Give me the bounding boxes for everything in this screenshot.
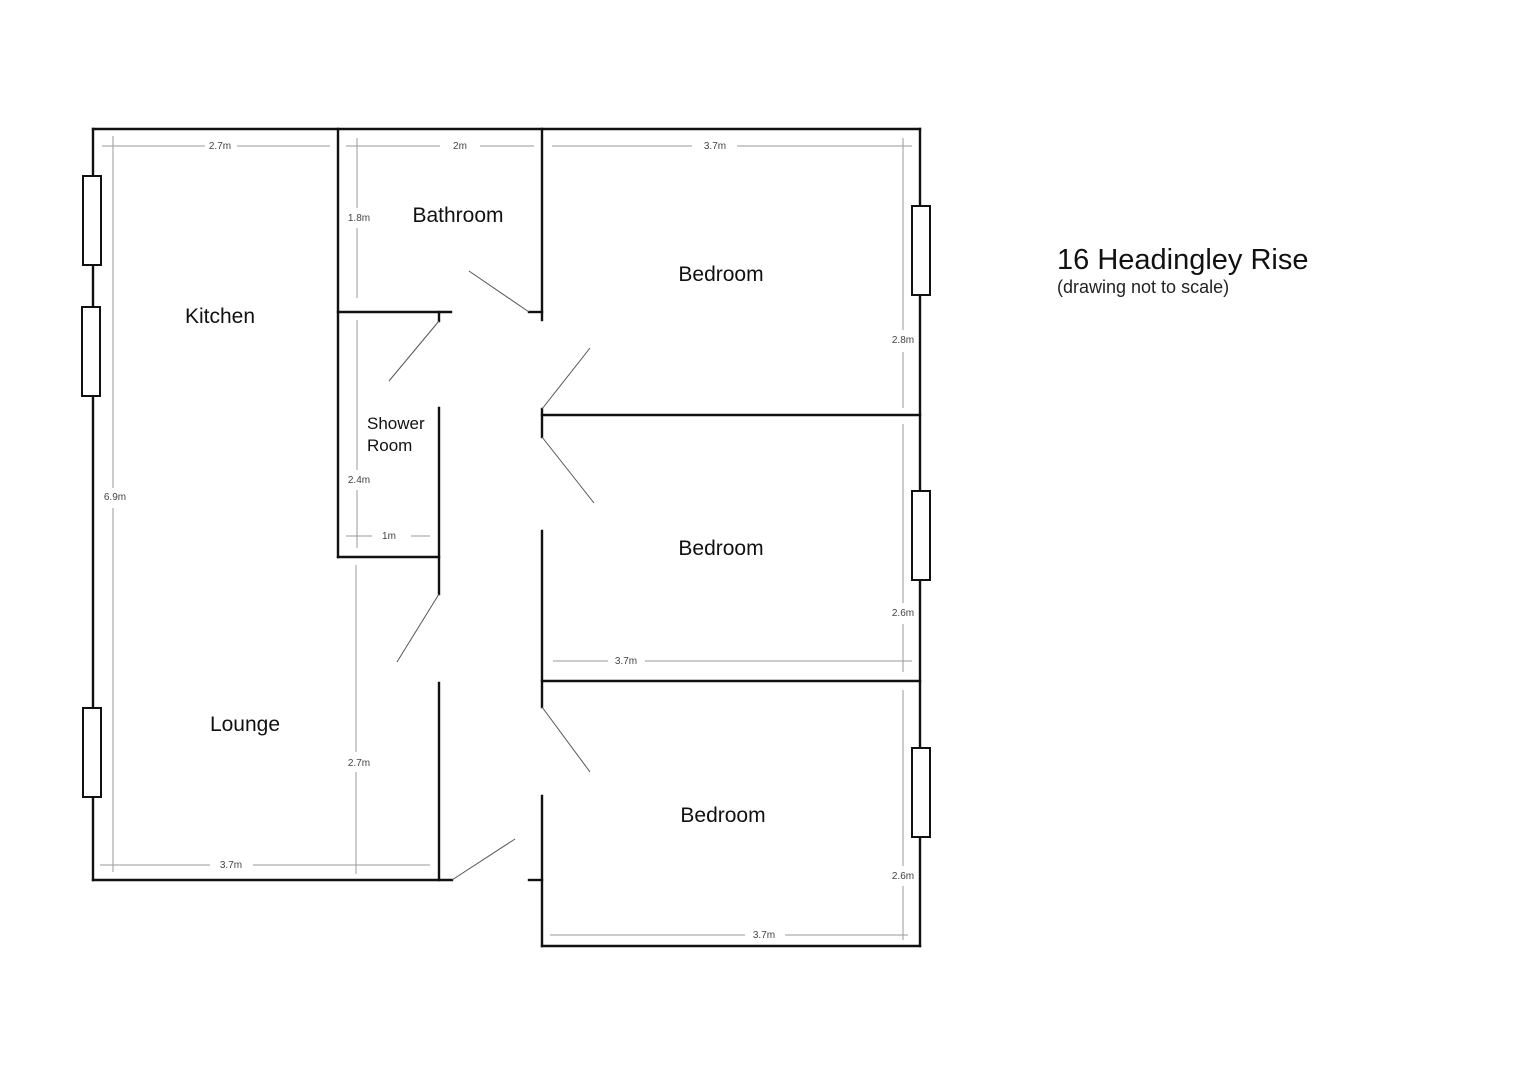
room-labels: Kitchen Bathroom Shower Room Lounge Bedr… (185, 204, 766, 827)
window-bedroom-2 (911, 490, 931, 581)
scale-note: (drawing not to scale) (1057, 277, 1230, 297)
door-front (451, 838, 516, 881)
window-kitchen-1 (82, 175, 102, 266)
window-bedroom-1 (911, 205, 931, 296)
dim-bedroom2-depth: 2.6m (892, 608, 914, 619)
window-kitchen-2 (81, 306, 101, 397)
dimension-labels: 2.7m 2m 3.7m 1.8m 6.9m 2.8m 2.4m 1m 2.6m… (104, 141, 914, 941)
dim-bathroom-depth: 1.8m (348, 213, 370, 224)
walls (91, 127, 922, 948)
room-label-bathroom: Bathroom (412, 204, 503, 227)
door-bedroom-1 (541, 347, 591, 410)
room-label-lounge: Lounge (210, 713, 280, 736)
dim-kitchen-lounge-length: 6.9m (104, 492, 126, 503)
room-label-shower-line1: Shower (367, 414, 425, 433)
dim-bedroom2-width: 3.7m (615, 656, 637, 667)
door-lounge (396, 593, 440, 663)
room-label-bedroom-2: Bedroom (678, 537, 763, 560)
dim-bedroom3-depth: 2.6m (892, 871, 914, 882)
dimension-lines (100, 136, 912, 940)
room-label-shower-line2: Room (367, 436, 412, 455)
door-bedroom-2 (541, 436, 595, 504)
page-title: 16 Headingley Rise (1057, 244, 1309, 276)
room-label-kitchen: Kitchen (185, 305, 255, 328)
window-lounge (82, 707, 102, 798)
door-shower (388, 320, 440, 382)
dim-bathroom-width: 2m (453, 141, 467, 152)
room-label-bedroom-3: Bedroom (680, 804, 765, 827)
dim-lounge-width: 3.7m (220, 860, 242, 871)
dim-kitchen-width: 2.7m (209, 141, 231, 152)
door-bedroom-3 (541, 706, 591, 773)
dim-shower-width: 1m (382, 531, 396, 542)
door-bathroom (468, 270, 530, 313)
dim-bedroom1-depth: 2.8m (892, 335, 914, 346)
doors (388, 270, 595, 881)
room-label-bedroom-1: Bedroom (678, 263, 763, 286)
dim-lounge-depth: 2.7m (348, 758, 370, 769)
window-bedroom-3 (911, 747, 931, 838)
dim-bedroom1-width: 3.7m (704, 141, 726, 152)
dim-bedroom3-width: 3.7m (753, 930, 775, 941)
dim-shower-depth: 2.4m (348, 475, 370, 486)
windows (81, 175, 931, 838)
